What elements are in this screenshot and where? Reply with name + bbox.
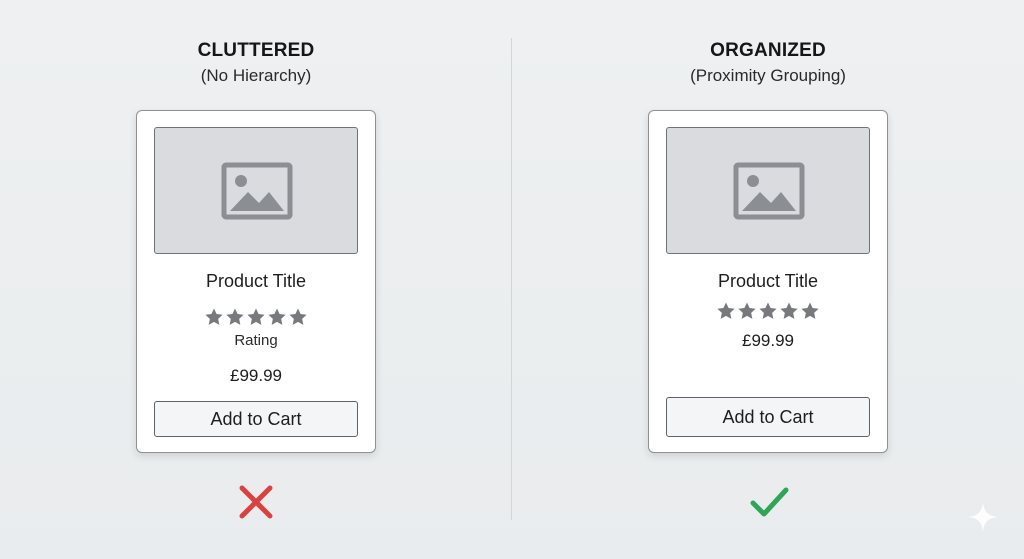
center-divider	[511, 38, 512, 520]
star-icon	[226, 308, 244, 325]
add-to-cart-button[interactable]: Add to Cart	[154, 401, 358, 437]
star-icon	[738, 302, 756, 319]
product-image-placeholder	[154, 127, 358, 254]
star-icon	[205, 308, 223, 325]
cross-icon	[239, 485, 273, 519]
product-title: Product Title	[717, 271, 819, 291]
checkmark-icon	[750, 487, 789, 517]
image-placeholder-icon	[733, 162, 805, 220]
cluttered-panel: CLUTTERED (No Hierarchy) Product Title R…	[136, 40, 376, 519]
star-icon	[268, 308, 286, 325]
star-rating	[649, 301, 887, 321]
add-to-cart-button[interactable]: Add to Cart	[666, 397, 870, 437]
star-icon	[759, 302, 777, 319]
product-title: Product Title	[205, 271, 307, 291]
star-icon	[247, 308, 265, 325]
product-price: £99.99	[230, 366, 282, 385]
product-card: Product Title £99.99 Add to Cart	[648, 110, 888, 453]
image-placeholder-icon	[221, 162, 293, 220]
star-icon	[780, 302, 798, 319]
panel-subheading: (Proximity Grouping)	[690, 66, 846, 85]
star-icon	[801, 302, 819, 319]
organized-panel: ORGANIZED (Proximity Grouping) Product T…	[512, 0, 1024, 559]
product-image-placeholder	[666, 127, 870, 254]
panel-subheading: (No Hierarchy)	[200, 66, 312, 85]
star-rating	[137, 307, 375, 327]
star-icon	[717, 302, 735, 319]
sparkle-icon	[968, 502, 998, 532]
panel-heading: ORGANIZED	[710, 40, 826, 61]
star-icon	[289, 308, 307, 325]
panel-heading: CLUTTERED	[197, 40, 315, 61]
product-price: £99.99	[742, 331, 794, 350]
rating-label: Rating	[234, 332, 278, 349]
product-card: Product Title Rating £99.99 Add to Cart	[136, 110, 376, 453]
